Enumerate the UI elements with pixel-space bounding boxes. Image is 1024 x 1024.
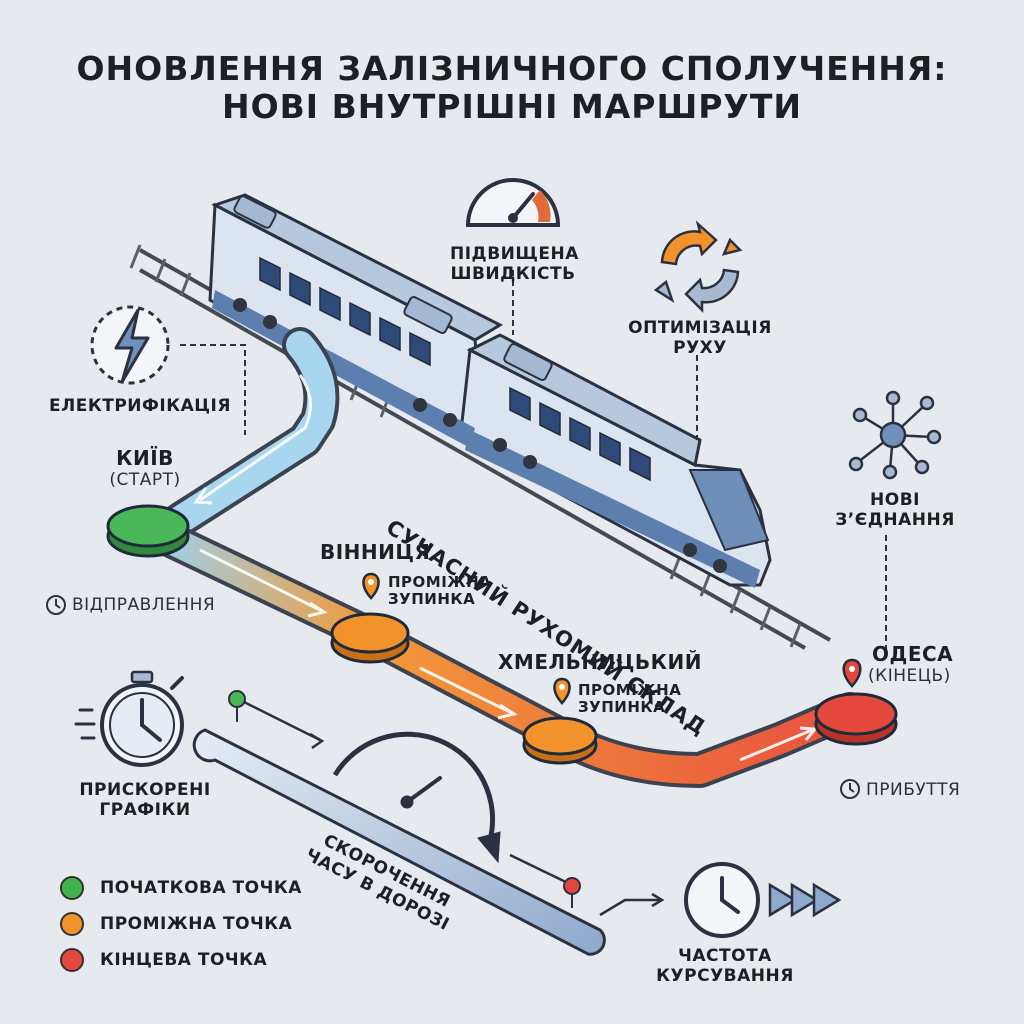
lightning-icon bbox=[90, 305, 246, 435]
route-node-stop-khmelnytskyi bbox=[522, 716, 598, 765]
route-node-start bbox=[106, 504, 190, 558]
travel-time-graphic bbox=[192, 690, 665, 956]
city-khmelnytskyi: ХМЕЛЬНИЦЬКИЙ bbox=[498, 650, 702, 674]
stop-note-khmelnytskyi: ПРОМІЖНА ЗУПИНКА bbox=[578, 681, 682, 716]
stop-note-vinnytsia: ПРОМІЖНА ЗУПИНКА bbox=[388, 573, 492, 608]
feature-label-electrification: ЕЛЕКТРИФІКАЦІЯ bbox=[49, 396, 231, 416]
cycle-arrows-icon bbox=[653, 220, 743, 440]
location-pin-icon bbox=[842, 658, 862, 688]
city-odesa-note: (КІНЕЦЬ) bbox=[868, 666, 951, 686]
city-kyiv-note: (СТАРТ) bbox=[109, 470, 181, 490]
feature-label-optimization: ОПТИМІЗАЦІЯ РУХУ bbox=[628, 318, 772, 358]
speedometer-icon bbox=[465, 178, 561, 335]
city-odesa: ОДЕСА bbox=[872, 642, 954, 666]
route-node-end bbox=[814, 692, 898, 746]
network-icon bbox=[848, 390, 942, 650]
location-pin-icon bbox=[553, 677, 571, 705]
clock-icon bbox=[840, 779, 860, 799]
legend-swatch-orange bbox=[60, 912, 84, 936]
stopwatch-icon bbox=[74, 670, 184, 767]
feature-label-schedules: ПРИСКОРЕНІ ГРАФІКИ bbox=[79, 780, 211, 820]
frequency-clock-icon bbox=[684, 862, 842, 938]
location-pin-icon bbox=[362, 572, 380, 600]
arrival-label: ПРИБУТТЯ bbox=[866, 780, 961, 800]
route-node-stop-vinnytsia bbox=[330, 612, 410, 664]
legend-swatch-green bbox=[60, 876, 84, 900]
city-vinnytsia: ВІННИЦЯ bbox=[320, 540, 431, 564]
feature-label-connections: НОВІ З’ЄДНАННЯ bbox=[835, 490, 955, 530]
departure-label: ВІДПРАВЛЕННЯ bbox=[72, 595, 216, 615]
clock-icon bbox=[46, 595, 66, 615]
train-illustration bbox=[208, 193, 772, 588]
feature-label-frequency: ЧАСТОТА КУРСУВАННЯ bbox=[656, 946, 794, 986]
page-title-line-1: ОНОВЛЕННЯ ЗАЛІЗНИЧНОГО СПОЛУЧЕННЯ: bbox=[76, 49, 948, 88]
feature-label-speed: ПІДВИЩЕНА ШВИДКІСТЬ bbox=[450, 244, 579, 284]
page-title-line-2: НОВІ ВНУТРІШНІ МАРШРУТИ bbox=[221, 87, 803, 126]
legend-swatch-red bbox=[60, 948, 84, 972]
city-kyiv: КИЇВ bbox=[116, 446, 174, 470]
